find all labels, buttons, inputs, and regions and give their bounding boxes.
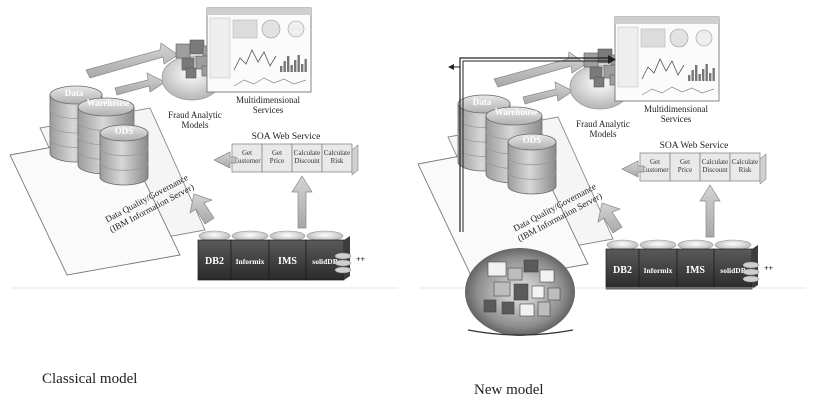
- new-connector-line: [459, 57, 608, 232]
- db-db2-disc: [198, 230, 231, 242]
- more-sources-label: ++: [356, 255, 366, 264]
- db-db2-label: DB2: [613, 265, 632, 276]
- ods-cylinder: [99, 124, 149, 186]
- new-connector-line-inner: [462, 60, 608, 232]
- arrow-db-to-soa: [291, 175, 313, 229]
- ods-cylinder: [507, 133, 557, 195]
- db-ims-disc: [269, 230, 306, 242]
- db-soliddb-disc: [306, 230, 344, 242]
- service-box: [261, 143, 293, 173]
- analytics-cube: [583, 52, 599, 68]
- soa-title: SOA Web Service: [660, 141, 729, 151]
- arrow-soa-to-governance: [621, 160, 645, 178]
- analytics-cube: [189, 39, 205, 55]
- dashboard-screenshot: [614, 16, 720, 102]
- db-extra-disc: [334, 259, 352, 267]
- db-extra-disc: [334, 252, 352, 260]
- analytics-cube: [175, 43, 191, 59]
- db-ims-disc: [677, 239, 714, 251]
- arrow-db-to-governance: [189, 193, 215, 225]
- new-model-caption: New model: [474, 382, 544, 398]
- arrow-db-to-governance: [597, 202, 623, 234]
- service-box: [321, 143, 353, 173]
- db-ims-label: IMS: [686, 265, 705, 276]
- data-label: Data: [65, 88, 84, 98]
- service-box: [669, 152, 701, 182]
- new-connector-arrowhead: [608, 55, 616, 64]
- service-box-side: [759, 153, 767, 185]
- db-informix-label: Informix: [236, 257, 265, 266]
- db-extra-disc: [742, 268, 760, 276]
- arrow-db-to-soa: [699, 184, 721, 238]
- dashboard-screenshot: [206, 7, 312, 93]
- db-soliddb-label: solidDB: [720, 266, 745, 275]
- warehouse-label: Warehouse: [87, 98, 130, 108]
- db-db2-disc: [606, 239, 639, 251]
- db-extra-disc: [742, 261, 760, 269]
- analytics-cube: [185, 67, 197, 79]
- soa-title: SOA Web Service: [252, 132, 321, 142]
- service-box-side: [351, 144, 359, 176]
- classical-model-caption: Classical model: [42, 371, 138, 387]
- db-informix-disc: [231, 230, 269, 242]
- analytics-cube: [593, 76, 605, 88]
- db-db2-box: [605, 248, 640, 290]
- db-informix-label: Informix: [644, 266, 673, 275]
- data-label: Data: [473, 97, 492, 107]
- ods-label: ODS: [115, 126, 134, 136]
- new-connector-left-tip: [448, 64, 454, 70]
- db-db2-box: [197, 239, 232, 281]
- db-soliddb-box: [713, 248, 753, 290]
- ods-label: ODS: [523, 135, 542, 145]
- db-extra-disc: [742, 275, 760, 283]
- arrow-to-analytics: [522, 81, 574, 105]
- db-soliddb-disc: [714, 239, 752, 251]
- db-soliddb-label: solidDB: [312, 257, 337, 266]
- db-ims-box: [676, 248, 715, 290]
- db-soliddb-box: [305, 239, 345, 281]
- db-informix-disc: [639, 239, 677, 251]
- db-extra-disc: [334, 266, 352, 274]
- arrow-to-dashboard: [85, 42, 179, 79]
- arrow-to-analytics: [114, 72, 166, 96]
- db-ims-label: IMS: [278, 256, 297, 267]
- service-box: [699, 152, 731, 182]
- db-ims-box: [268, 239, 307, 281]
- arrow-soa-to-governance: [213, 151, 237, 169]
- warehouse-label: Warehouse: [495, 107, 538, 117]
- social-media-image: [465, 248, 575, 336]
- more-sources-label: ++: [764, 264, 774, 273]
- db-informix-box: [230, 239, 270, 281]
- service-box: [231, 143, 263, 173]
- service-box: [729, 152, 761, 182]
- db-db2-label: DB2: [205, 256, 224, 267]
